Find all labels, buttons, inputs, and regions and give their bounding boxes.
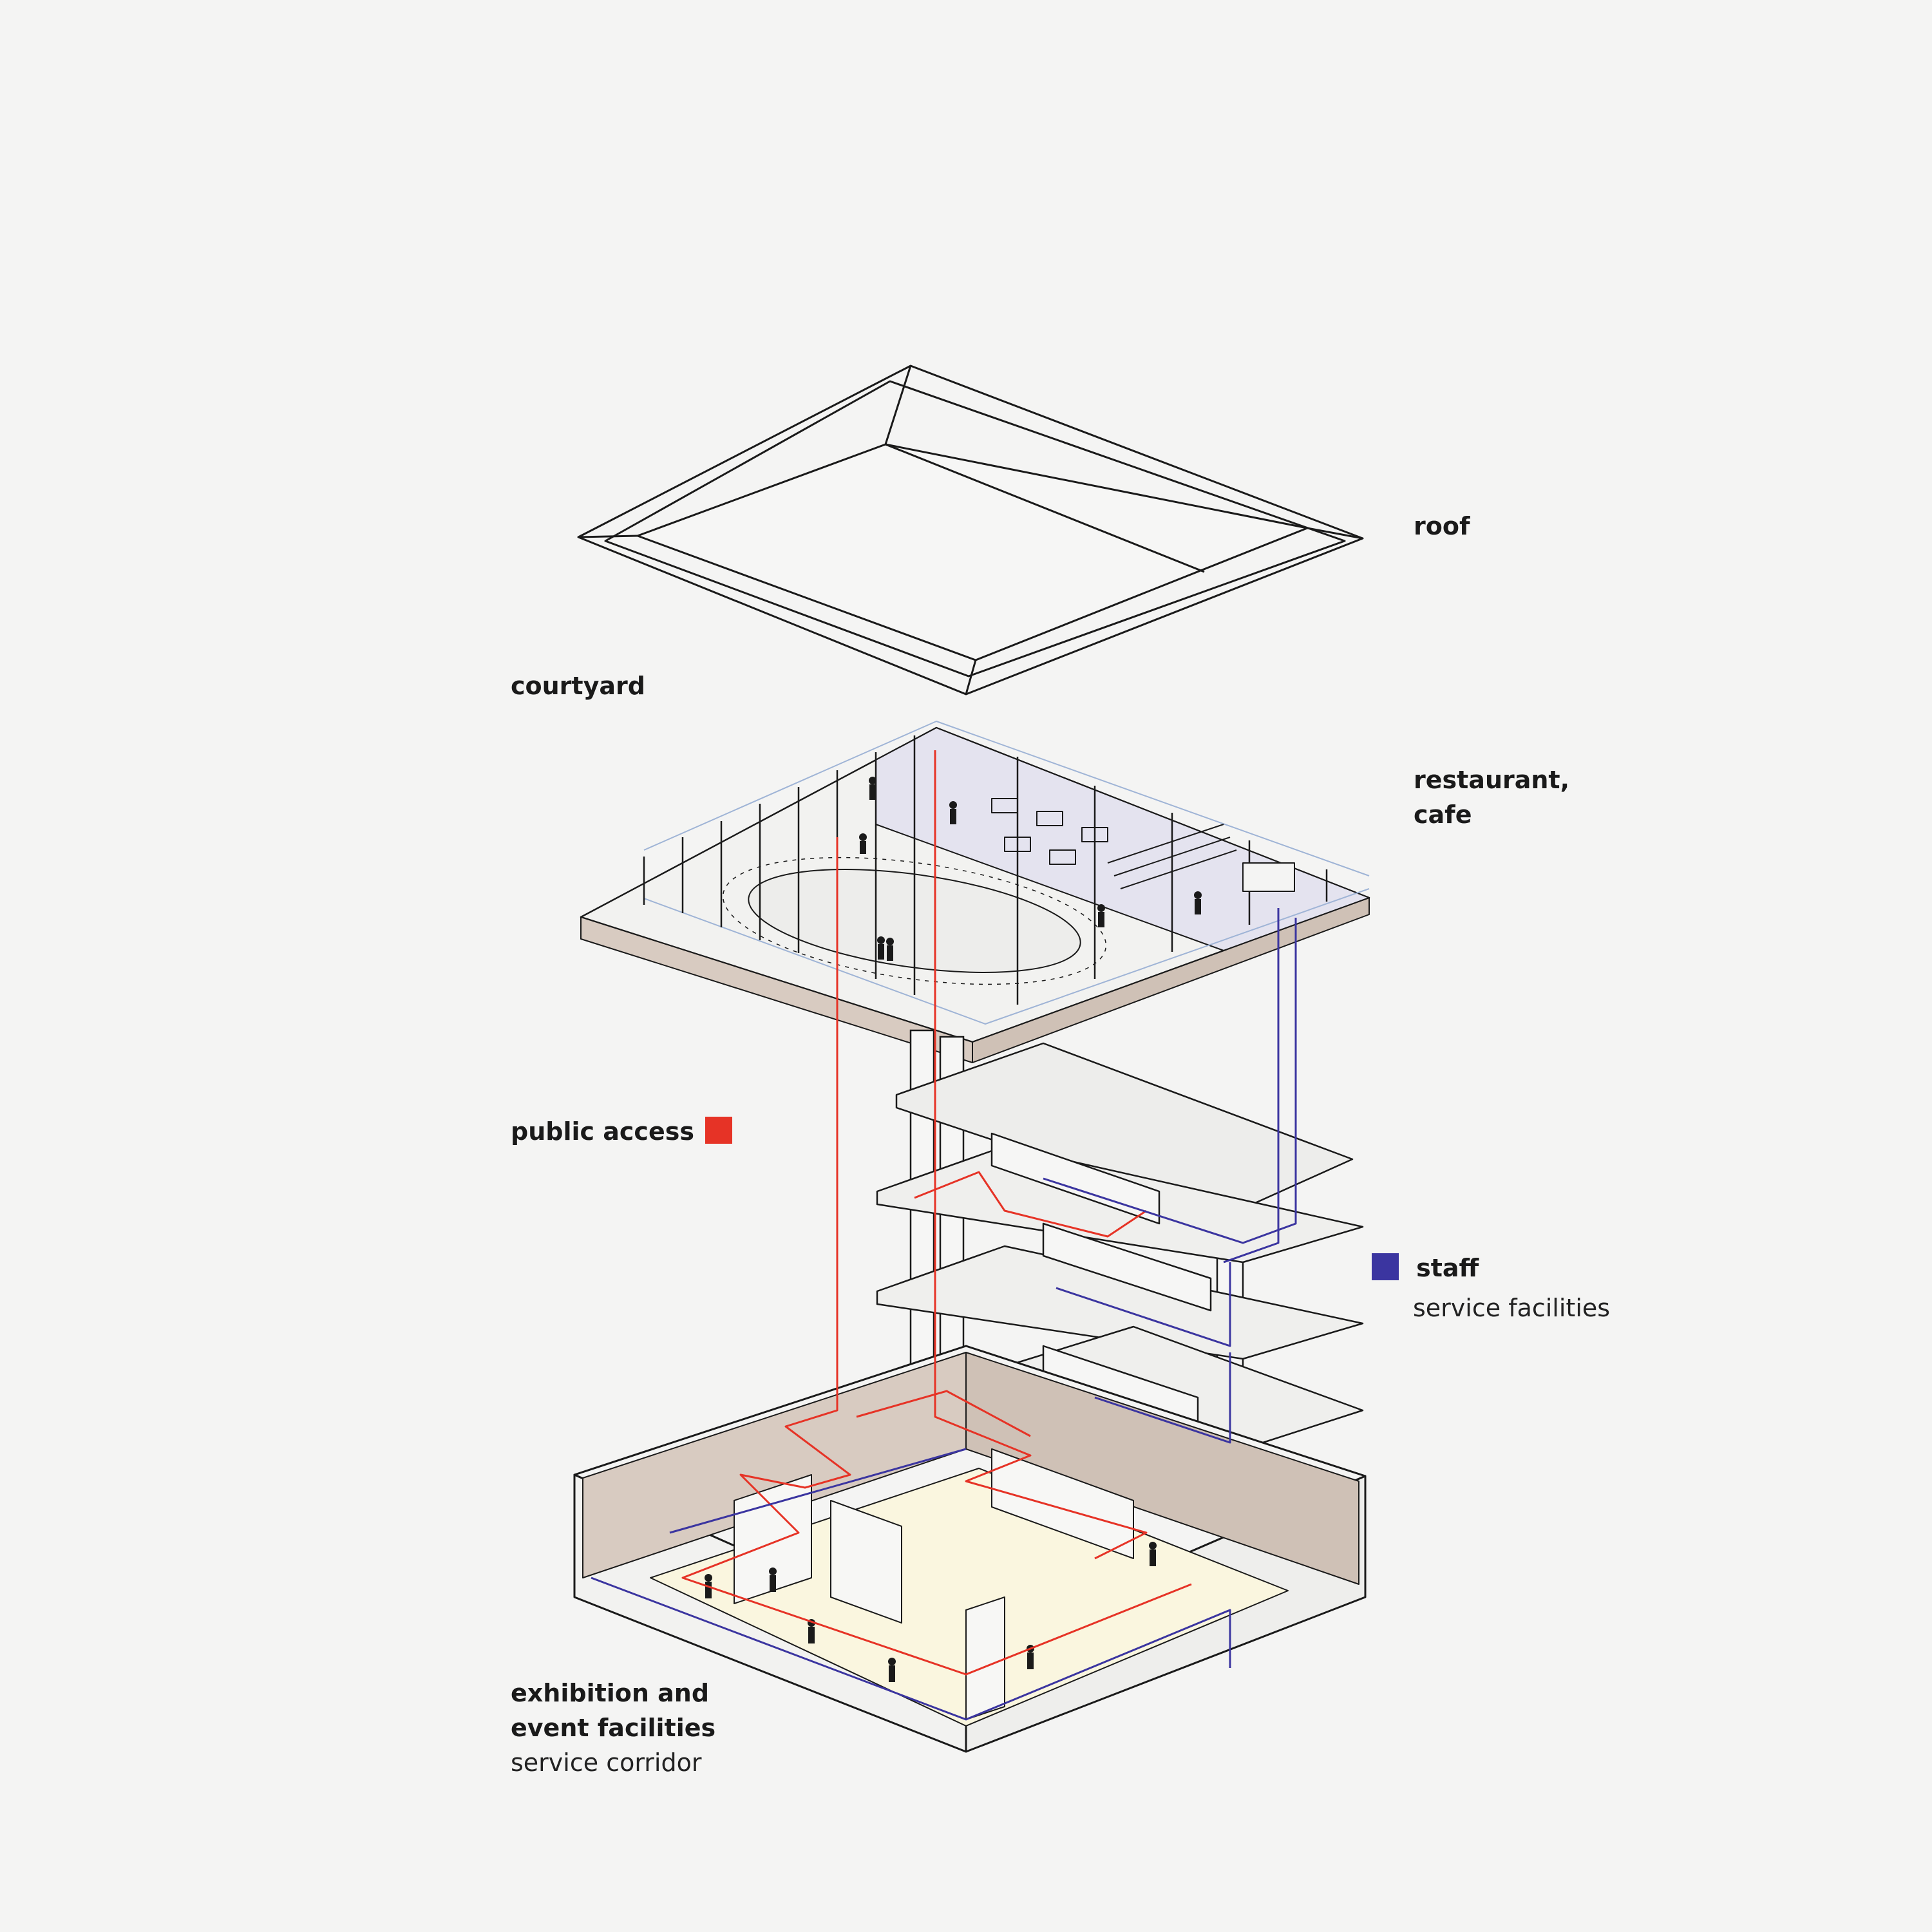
- exhibition-subtitle: service corridor: [511, 1748, 702, 1777]
- public-access-swatch: [705, 1117, 733, 1144]
- label-roof: roof: [1414, 509, 1470, 544]
- courtyard-level: [580, 721, 1370, 1063]
- roof-layer: [577, 365, 1364, 696]
- public-access-title: public access: [511, 1117, 694, 1146]
- restaurant-title-line2: cafe: [1414, 800, 1472, 829]
- courtyard-title: courtyard: [511, 672, 645, 700]
- staff-title: staff: [1416, 1254, 1479, 1282]
- staff-route: [591, 908, 1297, 1721]
- label-exhibition: exhibition and event facilities service …: [511, 1676, 715, 1780]
- label-restaurant: restaurant, cafe: [1414, 762, 1569, 832]
- public-access-route: [681, 750, 1192, 1676]
- restaurant-title-line1: restaurant,: [1414, 766, 1570, 794]
- label-public-access: public access: [511, 1114, 733, 1154]
- staff-swatch: [1372, 1253, 1399, 1280]
- exhibition-title-line1: exhibition and: [511, 1679, 710, 1707]
- staff-subtitle: service facilities: [1413, 1294, 1611, 1322]
- exhibition-title-line2: event facilities: [511, 1714, 716, 1742]
- label-staff: staff service facilities: [1372, 1251, 1610, 1325]
- label-courtyard: courtyard: [511, 668, 645, 703]
- roof-title: roof: [1414, 512, 1470, 540]
- office-floors: [876, 1042, 1364, 1450]
